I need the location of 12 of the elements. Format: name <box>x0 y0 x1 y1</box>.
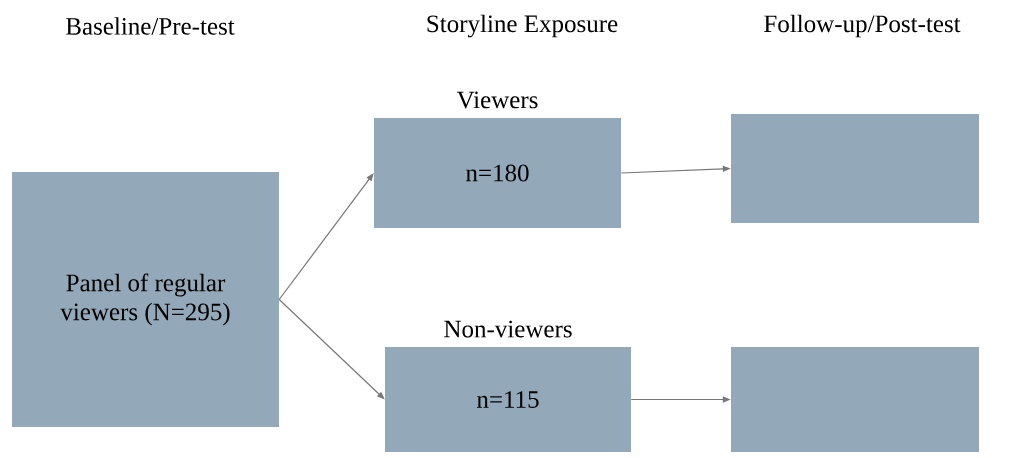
box-text: n=180 <box>466 164 529 182</box>
group-heading: Viewers <box>456 91 538 109</box>
column-heading: Baseline/Pre-test <box>66 17 235 35</box>
empty-box <box>731 347 979 452</box>
box-text: n=115 <box>477 391 539 408</box>
arrow <box>278 173 374 301</box>
column-heading: Storyline Exposure <box>427 14 618 38</box>
process-box <box>12 172 279 427</box>
column-heading: Follow-up/Post-test <box>764 14 961 38</box>
box-text: Panel of regular viewers (N=295) <box>60 273 230 326</box>
empty-box <box>731 114 979 223</box>
group-heading: Non-viewers <box>444 320 572 338</box>
